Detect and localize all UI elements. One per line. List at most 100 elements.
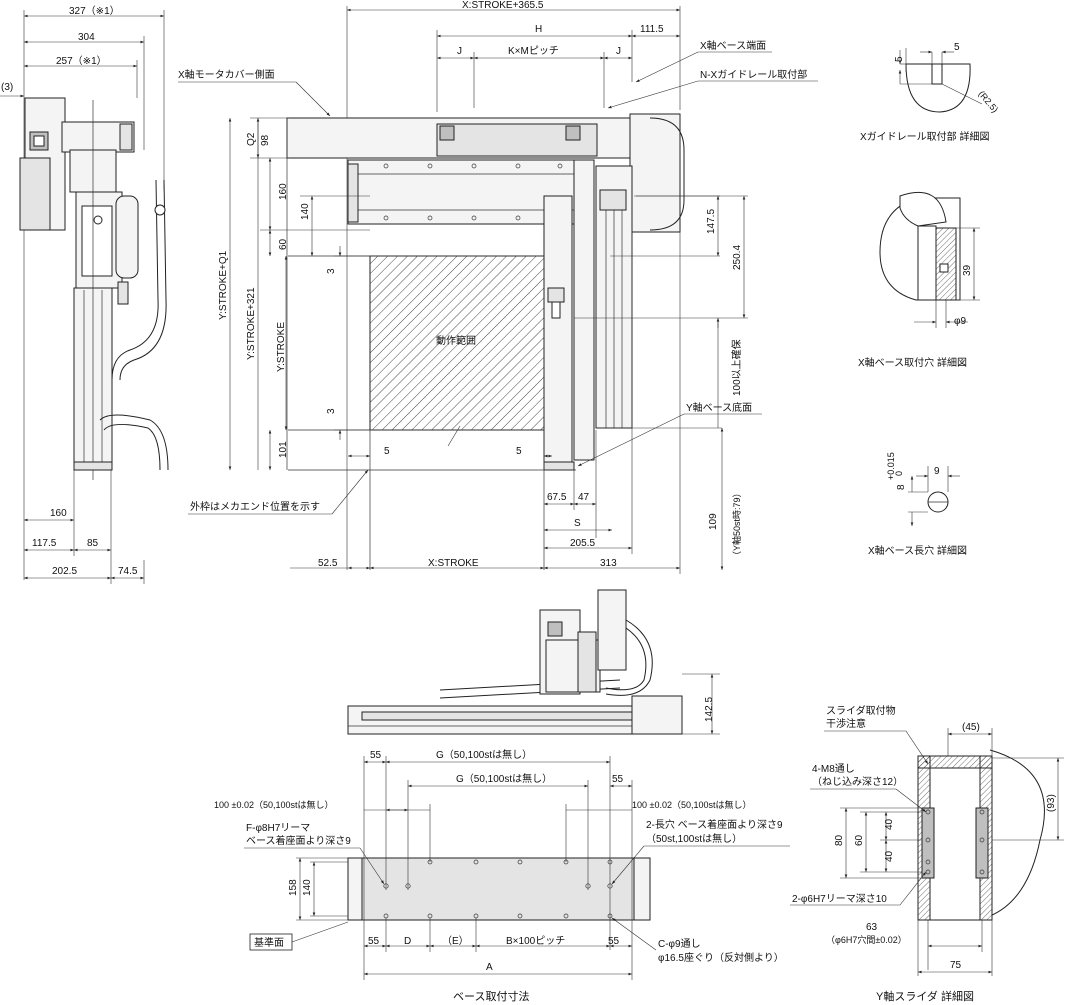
dim-250-4: 250.4: [732, 245, 743, 270]
slider-ream: 2-φ6H7リーマ深さ10: [792, 893, 887, 905]
dim-ystroke: Y:STROKE: [276, 322, 287, 372]
dim-3b: 3: [326, 408, 337, 414]
slider-dim-75: 75: [950, 960, 962, 971]
dim-52-5: 52.5: [318, 558, 338, 569]
dim-160-top: 160: [278, 183, 289, 200]
detail-slider-view: スライダ取付物 干渉注意 (45) 4-M8通し （ねじ込み深さ12） (93)…: [790, 704, 1064, 1003]
dim-ystroke-q1: Y:STROKE+Q1: [218, 250, 229, 320]
callout-reamer-2: ベース着座面より深さ9: [246, 834, 351, 847]
callout-xmotor: X軸モータカバー側面: [178, 68, 275, 81]
dim-67-5: 67.5: [547, 492, 567, 503]
base-mounting-view: 55 G（50,100stは無し） G（50,100stは無し） 55 100 …: [214, 748, 790, 1003]
hole-caption: X軸ベース取付穴 詳細図: [858, 356, 967, 369]
side-view: 327（※1） 304 257（※1） (3): [0, 5, 169, 584]
dim-109: 109: [708, 513, 719, 530]
dim-h: H: [535, 24, 542, 35]
slider-dim-93: (93): [1046, 794, 1057, 812]
slider-dim-40b: 40: [884, 850, 895, 862]
callout-slot-2: （50st,100stは無し）: [646, 832, 742, 845]
dim-5-left: 5: [384, 446, 390, 457]
callout-ybase-bottom: Y軸ベース底面: [686, 401, 752, 414]
dim-g1: G（50,100stは無し）: [436, 748, 532, 761]
dim-ystroke-321: Y:STROKE+321: [246, 287, 257, 360]
dim-55-a: 55: [370, 750, 382, 761]
slider-note-2: 干渉注意: [826, 717, 866, 730]
dim-55-d: 55: [608, 936, 620, 947]
dim-304: 304: [78, 32, 95, 43]
dim-257: 257（※1）: [56, 55, 107, 67]
slot-dim-8: 8: [896, 484, 907, 490]
rail-dim-5a: 5: [894, 56, 905, 62]
slider-dim-60: 60: [854, 834, 865, 846]
dim-e: （E）: [442, 935, 469, 947]
callout-xbase-end: X軸ベース端面: [700, 39, 766, 52]
dim-q2: Q2: [246, 132, 257, 146]
slider-caption: Y軸スライダ 詳細図: [876, 989, 974, 1003]
dim-109-sub: （Y軸50st時:79）: [731, 488, 742, 560]
dim-100-tol-left: 100 ±0.02（50,100stは無し）: [214, 799, 334, 810]
dim-kxm: K×Mピッチ: [508, 45, 559, 57]
dim-s: S: [574, 518, 581, 529]
dim-100-min: 100以上確保: [730, 339, 743, 396]
front-view: 142.5: [347, 589, 720, 735]
dim-117-5: 117.5: [32, 538, 57, 549]
callout-thru-2: φ16.5座ぐり（反対側より）: [658, 951, 784, 964]
dim-327: 327（※1）: [69, 5, 120, 17]
rail-caption: Xガイドレール取付部 詳細図: [860, 130, 989, 143]
slider-dim-45: (45): [962, 722, 980, 733]
dim-100-tol-right: 100 ±0.02（50,100stは無し）: [632, 799, 752, 810]
dim-101: 101: [278, 441, 289, 458]
dim-d: D: [404, 936, 411, 947]
top-view: X:STROKE+365.5 H 111.5 J K×Mピッチ J X軸ベース端…: [178, 0, 818, 574]
detail-rail-view: 5 5 (R2.5) Xガイドレール取付部 詳細図: [860, 42, 1000, 143]
dim-47: 47: [578, 492, 590, 503]
callout-nx-rail: N-Xガイドレール取付部: [700, 68, 807, 81]
dim-85: 85: [87, 538, 99, 549]
slider-dim-80: 80: [834, 834, 845, 846]
dim-202-5: 202.5: [52, 566, 77, 577]
dim-160-side: 160: [50, 508, 67, 519]
slider-dim-63-sub: （φ6H7穴間±0.02）: [826, 934, 907, 945]
slider-dim-40a: 40: [884, 818, 895, 830]
dim-j-right: J: [616, 46, 621, 57]
dim-g2: G（50,100stは無し）: [456, 772, 552, 785]
dim-98: 98: [260, 134, 271, 146]
rail-dim-r: (R2.5): [976, 89, 1000, 115]
dim-55-b: 55: [612, 774, 624, 785]
callout-reamer-1: F-φ8H7リーマ: [246, 823, 310, 834]
slider-note-1: スライダ取付物: [826, 704, 896, 717]
dim-b-pitch: B×100ピッチ: [506, 935, 565, 947]
slider-m8-1: 4-M8通し: [812, 763, 855, 775]
slot-dim-9: 9: [934, 466, 940, 477]
slider-m8-2: （ねじ込み深さ12）: [812, 776, 903, 788]
dim-5-right: 5: [516, 446, 522, 457]
reference-surface-label: 基準面: [254, 936, 284, 949]
dim-313: 313: [600, 558, 617, 569]
dim-3: (3): [1, 82, 13, 93]
dim-111-5: 111.5: [640, 24, 664, 35]
slider-dim-63: 63: [866, 922, 878, 933]
hole-dim-39: 39: [962, 264, 973, 276]
dim-158: 158: [288, 879, 299, 896]
dim-142-5: 142.5: [704, 697, 715, 722]
dim-3a: 3: [326, 268, 337, 274]
callout-slot-1: 2-長穴 ベース着座面より深さ9: [646, 818, 783, 831]
base-caption: ベース取付寸法: [453, 989, 529, 1003]
dim-55-c: 55: [368, 936, 380, 947]
dim-60: 60: [278, 238, 289, 250]
motion-range-label: 動作範囲: [436, 334, 476, 347]
dim-140-top: 140: [300, 203, 311, 220]
slot-caption: X軸ベース長穴 詳細図: [868, 544, 967, 557]
dim-147-5: 147.5: [706, 209, 717, 234]
dim-205-5: 205.5: [570, 538, 595, 549]
callout-thru-1: C-φ9通し: [658, 938, 701, 950]
slot-dim-tol0: 0: [894, 471, 904, 476]
callout-frame-note: 外枠はメカエンド位置を示す: [190, 500, 320, 513]
dim-xstroke: X:STROKE: [428, 558, 479, 569]
dim-74-5: 74.5: [118, 566, 138, 577]
dim-j-left: J: [457, 46, 462, 57]
dim-140-base: 140: [302, 879, 313, 896]
dim-xstroke-365: X:STROKE+365.5: [462, 0, 544, 11]
rail-dim-5b: 5: [954, 42, 960, 53]
